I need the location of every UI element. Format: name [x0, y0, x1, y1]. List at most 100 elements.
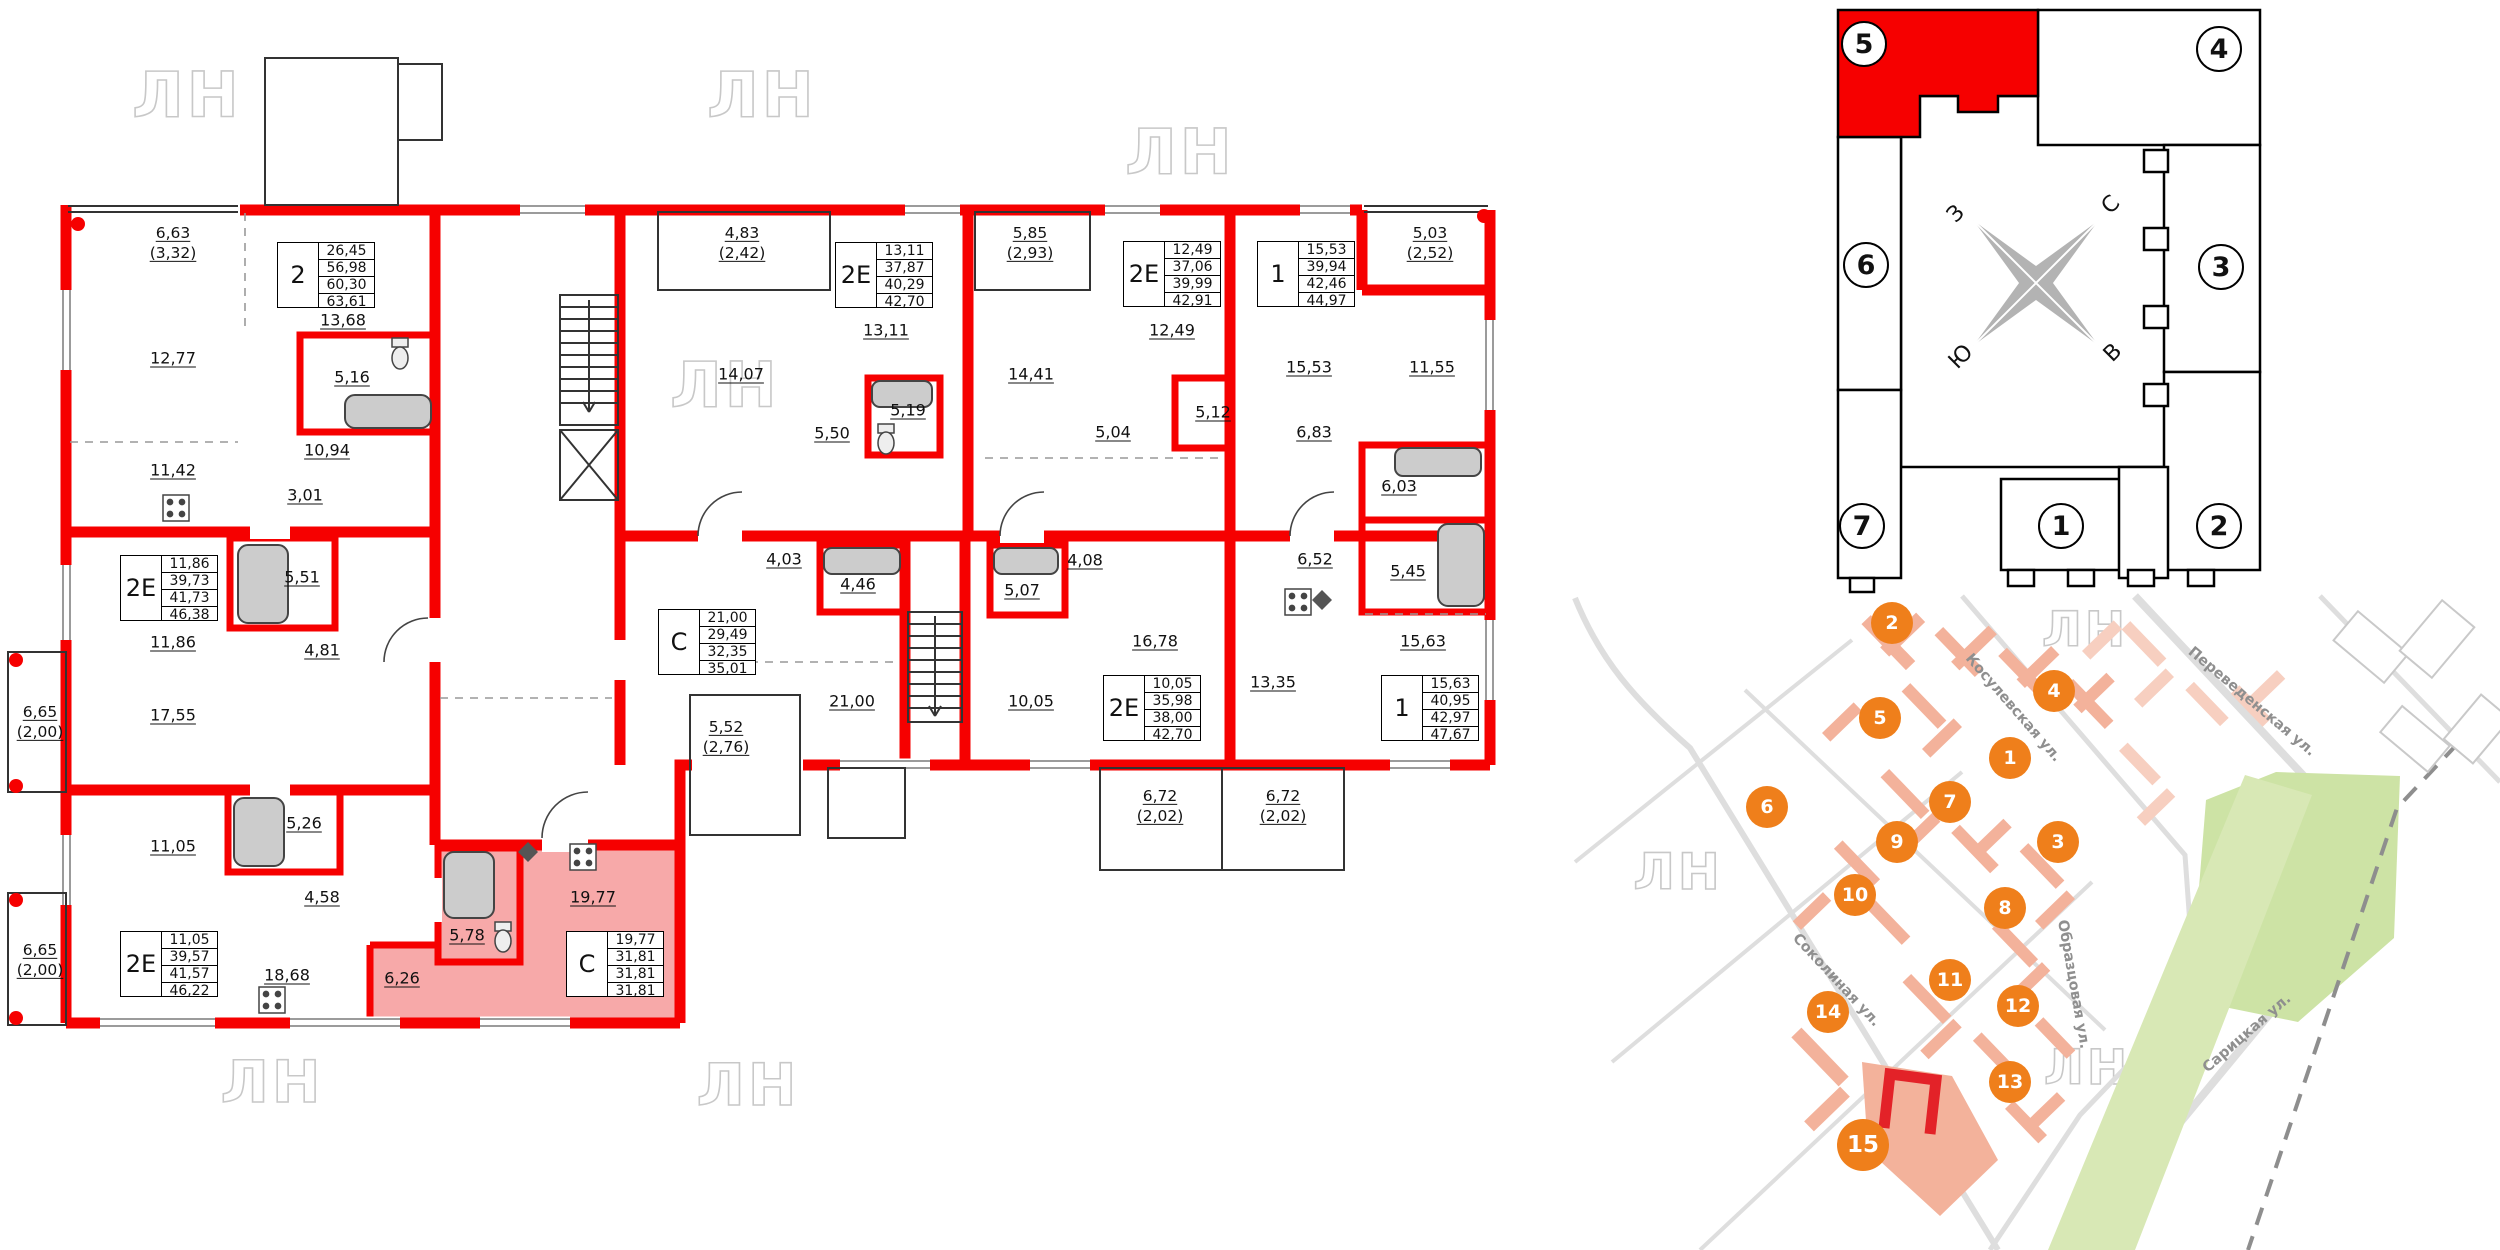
logo-watermark-icon: ЛН	[1633, 842, 1723, 902]
logo-watermark-icon: ЛН	[670, 348, 780, 423]
map-marker[interactable]: 8	[1984, 887, 2026, 929]
map-marker[interactable]: 12	[1997, 985, 2039, 1027]
apartment-type-label: 1	[1258, 242, 1299, 306]
map-marker[interactable]: 9	[1876, 821, 1918, 863]
sink-icons	[518, 590, 1332, 862]
room-area-label: 5,51	[284, 567, 320, 587]
room-area-label: 11,86	[150, 632, 196, 652]
map-marker[interactable]: 10	[1834, 874, 1876, 916]
apartment-type-label: 2Е	[1104, 676, 1145, 740]
apartment-type-label: 2Е	[1124, 242, 1165, 306]
apartment-areas: 13,11 37,87 40,29 42,70	[877, 243, 932, 310]
stove-icons	[162, 494, 1312, 1014]
apartment-spec-table[interactable]: 2Е 10,05 35,98 38,00 42,70	[1103, 675, 1201, 743]
room-area-label: 11,42	[150, 460, 196, 480]
balcony-area-label: 5,85(2,93)	[1006, 223, 1054, 262]
room-area-label: 5,50	[814, 423, 850, 443]
room-area-label: 4,03	[766, 549, 802, 569]
room-area-label: 15,53	[1286, 357, 1332, 377]
section-circle[interactable]: 3	[2198, 244, 2244, 290]
map-marker[interactable]: 2	[1871, 602, 1913, 644]
apartment-spec-table[interactable]: С 19,77 31,81 31,81 31,81	[566, 931, 664, 999]
railway-line	[2246, 720, 2480, 1250]
apartment-type-label: 2Е	[836, 243, 877, 307]
apartment-type-label: С	[567, 932, 608, 996]
map-marker[interactable]: 7	[1929, 781, 1971, 823]
apartment-areas: 11,86 39,73 41,73 46,38	[162, 556, 217, 623]
apartment-areas: 12,49 37,06 39,99 42,91	[1165, 242, 1220, 309]
balcony-area-label: 5,03(2,52)	[1406, 223, 1454, 262]
map-marker[interactable]: 4	[2033, 670, 2075, 712]
apartment-spec-table[interactable]: 2Е 11,86 39,73 41,73 46,38	[120, 555, 218, 623]
map-marker[interactable]: 13	[1989, 1061, 2031, 1103]
room-area-label: 18,68	[264, 965, 310, 985]
map-marker[interactable]: 5	[1859, 697, 1901, 739]
apartment-spec-table[interactable]: 2Е 11,05 39,57 41,57 46,22	[120, 931, 218, 999]
compass-icon	[1973, 220, 2099, 346]
room-area-label: 5,07	[1004, 580, 1040, 600]
section-circle[interactable]: 6	[1843, 242, 1889, 288]
balcony-area-label: 6,72(2,02)	[1259, 786, 1307, 825]
apartment-areas: 10,05 35,98 38,00 42,70	[1145, 676, 1200, 743]
map-marker[interactable]: 3	[2037, 821, 2079, 863]
balcony-area-label: 6,65(2,00)	[16, 702, 64, 741]
section-circle[interactable]: 7	[1839, 503, 1885, 549]
room-area-label: 5,12	[1195, 402, 1231, 422]
apartment-type-label: 1	[1382, 676, 1423, 740]
apartment-spec-table[interactable]: 1 15,63 40,95 42,97 47,67	[1381, 675, 1479, 743]
room-area-label: 12,49	[1149, 320, 1195, 340]
section-circle[interactable]: 2	[2196, 503, 2242, 549]
balcony-area-label: 6,63(3,32)	[149, 223, 197, 262]
room-area-label: 15,63	[1400, 631, 1446, 651]
room-area-label: 4,08	[1067, 550, 1103, 570]
bathtub-icons	[233, 380, 1485, 919]
room-area-label: 19,77	[570, 887, 616, 907]
room-area-label: 4,58	[304, 887, 340, 907]
room-area-label: 6,03	[1381, 476, 1417, 496]
room-area-label: 16,78	[1132, 631, 1178, 651]
apartment-areas: 19,77 31,81 31,81 31,81	[608, 932, 663, 999]
room-area-label: 14,07	[718, 364, 764, 384]
room-area-label: 13,35	[1250, 672, 1296, 692]
apartment-spec-table[interactable]: 2Е 13,11 37,87 40,29 42,70	[835, 242, 933, 310]
map-marker[interactable]: 11	[1929, 959, 1971, 1001]
map-marker[interactable]: 6	[1746, 786, 1788, 828]
logo-watermark-icon: ЛН	[132, 58, 242, 133]
room-area-label: 4,81	[304, 640, 340, 660]
apartment-spec-table[interactable]: 2 26,45 56,98 60,30 63,61	[277, 242, 375, 310]
elevator-shaft	[559, 429, 619, 501]
room-area-label: 13,68	[320, 310, 366, 330]
room-area-label: 5,26	[286, 813, 322, 833]
apartment-areas: 11,05 39,57 41,57 46,22	[162, 932, 217, 999]
room-area-label: 5,04	[1095, 422, 1131, 442]
apartment-areas: 15,63 40,95 42,97 47,67	[1423, 676, 1478, 743]
apartment-spec-table[interactable]: С 21,00 29,49 32,35 35,01	[658, 609, 756, 677]
room-area-label: 5,78	[449, 925, 485, 945]
section-circle[interactable]: 4	[2196, 26, 2242, 72]
apartment-type-label: С	[659, 610, 700, 674]
map-marker[interactable]: 15	[1837, 1119, 1889, 1171]
map-marker[interactable]: 1	[1989, 737, 2031, 779]
logo-watermark-icon: ЛН	[707, 58, 817, 133]
apartment-spec-table[interactable]: 2Е 12,49 37,06 39,99 42,91	[1123, 241, 1221, 309]
apartment-areas: 15,53 39,94 42,46 44,97	[1299, 242, 1354, 309]
room-area-label: 6,83	[1296, 422, 1332, 442]
balcony-area-label: 6,65(2,00)	[16, 940, 64, 979]
room-area-label: 21,00	[829, 691, 875, 711]
map-marker[interactable]: 14	[1807, 991, 1849, 1033]
apartment-areas: 26,45 56,98 60,30 63,61	[319, 243, 374, 310]
apartment-spec-table[interactable]: 1 15,53 39,94 42,46 44,97	[1257, 241, 1355, 309]
section-circle[interactable]: 5	[1841, 21, 1887, 67]
balcony-area-label: 4,83(2,42)	[718, 223, 766, 262]
room-area-label: 14,41	[1008, 364, 1054, 384]
room-area-label: 6,26	[384, 968, 420, 988]
greenbelt	[2048, 775, 2312, 1250]
stairwell-top	[559, 294, 619, 426]
section-circle[interactable]: 1	[2038, 503, 2084, 549]
apartment-type-label: 2Е	[121, 932, 162, 996]
room-area-label: 4,46	[840, 574, 876, 594]
